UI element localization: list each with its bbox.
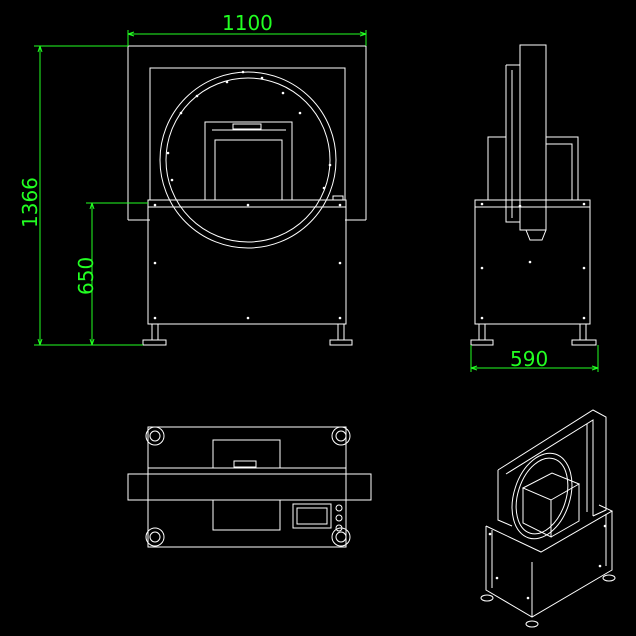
side-view bbox=[470, 44, 597, 346]
front-dimensions: 1100 1366 650 bbox=[18, 11, 367, 346]
depth-dimension-label: 590 bbox=[510, 347, 548, 371]
side-dimensions: 590 bbox=[470, 345, 599, 372]
top-view bbox=[127, 426, 372, 548]
isometric-view bbox=[480, 409, 616, 628]
table-height-dimension-label: 650 bbox=[74, 257, 98, 295]
width-dimension-label: 1100 bbox=[222, 11, 273, 35]
height-dimension-label: 1366 bbox=[18, 177, 42, 228]
front-view bbox=[127, 45, 367, 346]
